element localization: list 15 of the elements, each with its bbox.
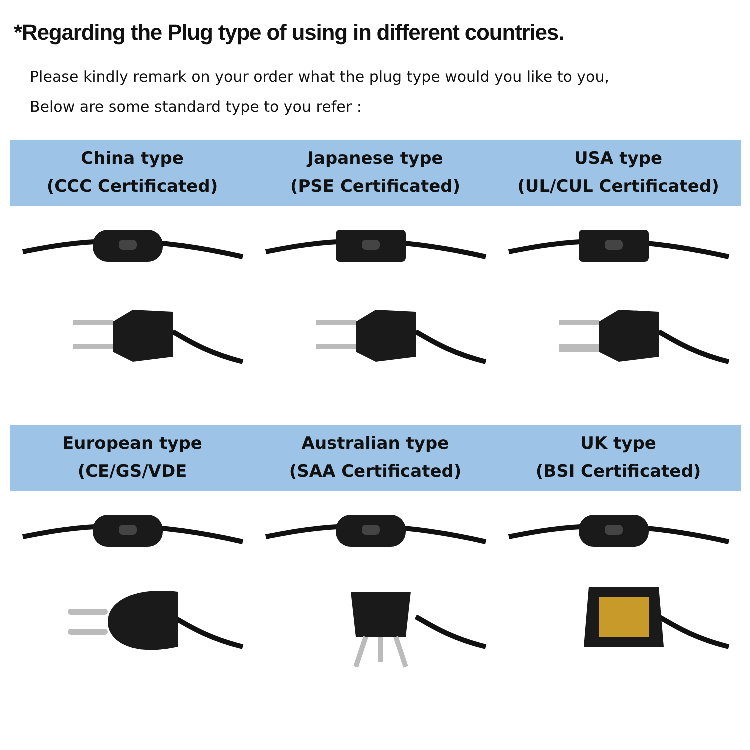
page-title: *Regarding the Plug type of using in different countries.	[14, 20, 564, 46]
plug-type-heading: UK type	[580, 433, 656, 456]
plug-type-heading: European type	[62, 433, 202, 456]
certification-text: (UL/CUL Certificated)	[518, 176, 720, 199]
plug-type-heading: USA type	[574, 148, 663, 171]
certification-text: (SAA Certificated)	[289, 461, 462, 484]
certification-text: (PSE Certificated)	[290, 176, 461, 199]
certification-text: (CE/GS/VDE	[78, 461, 188, 484]
plug-type-heading: Japanese type	[308, 148, 444, 171]
certification-text: (BSI Certificated)	[536, 461, 702, 484]
instruction-text: Please kindly remark on your order what the plug type would you like to you,	[30, 68, 610, 86]
plug-type-heading: Australian type	[302, 433, 450, 456]
plug-type-heading: China type	[81, 148, 184, 171]
certification-text: (CCC Certificated)	[46, 176, 218, 199]
instruction-text: Below are some standard type to you refer：	[30, 98, 368, 117]
